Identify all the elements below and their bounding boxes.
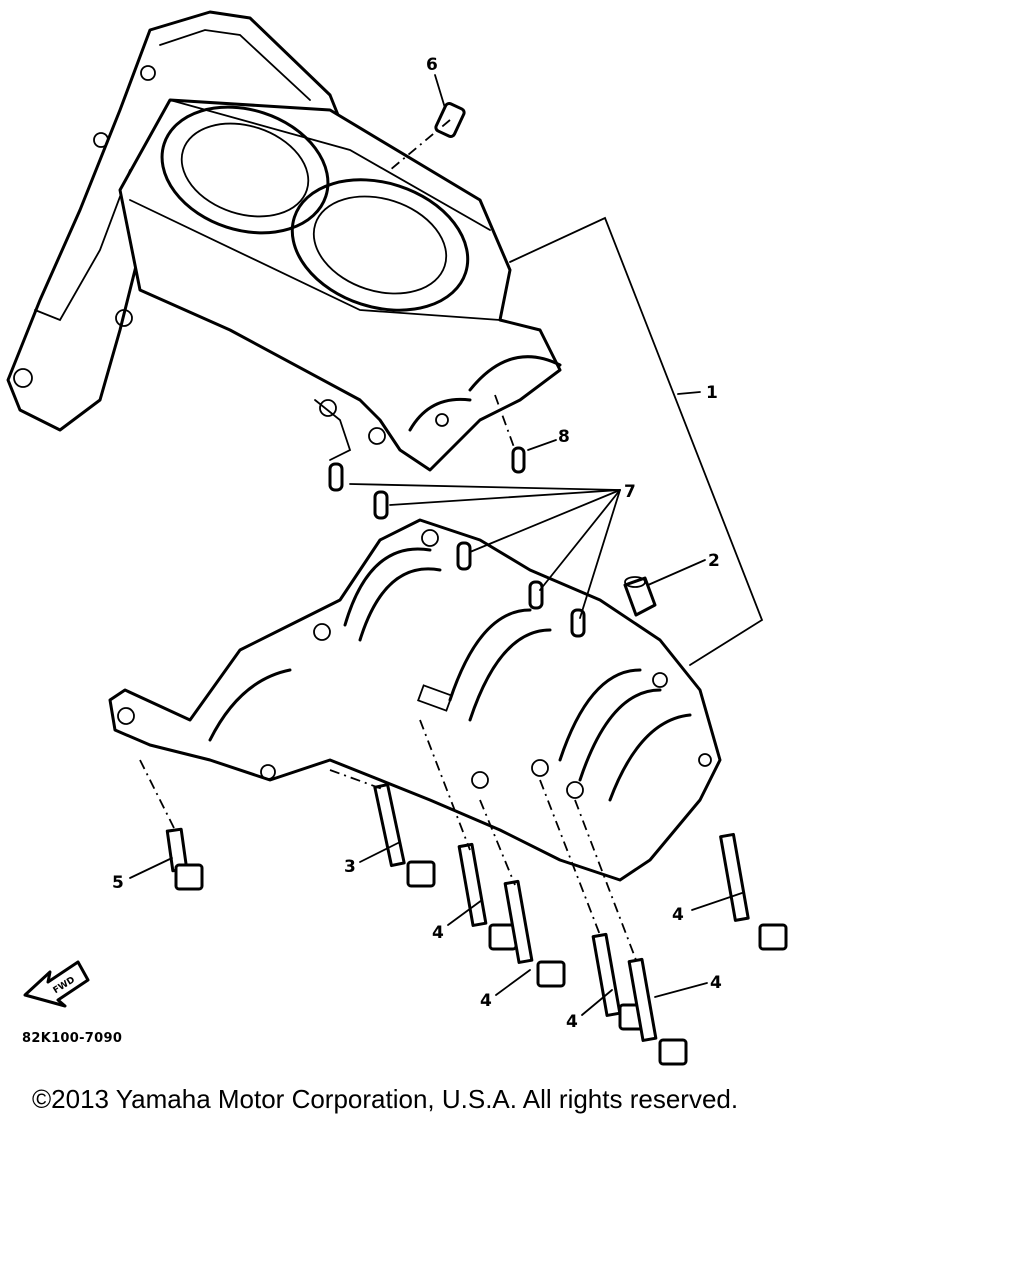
leader-lines (129, 74, 764, 1016)
callout-6: 6 (426, 55, 438, 75)
copyright-notice: ©2013 Yamaha Motor Corporation, U.S.A. A… (32, 1084, 739, 1114)
callout-4d: 4 (710, 973, 722, 993)
callout-7: 7 (624, 482, 636, 502)
pin-8 (511, 446, 526, 474)
callout-1: 1 (706, 383, 718, 403)
assembly-lines (139, 119, 637, 961)
dowel-pins (328, 462, 586, 638)
callout-8: 8 (558, 427, 570, 447)
callout-5: 5 (112, 873, 124, 893)
callout-4e: 4 (672, 905, 684, 925)
bolts (165, 783, 788, 1066)
upper-crankcase (6, 10, 562, 472)
callout-4b: 4 (480, 991, 492, 1011)
drawing-code: 82K100-7090 (22, 1031, 122, 1046)
plug-2 (623, 576, 657, 617)
lower-crankcase (108, 518, 722, 882)
callout-4a: 4 (432, 923, 444, 943)
callout-4c: 4 (566, 1012, 578, 1032)
callout-2: 2 (708, 551, 720, 571)
fwd-arrow-icon: FWD (23, 960, 90, 1008)
crankcase-exploded-diagram: 1 2 3 4 4 4 4 4 5 6 7 8 FWD 82K100-7090 (6, 10, 788, 1066)
callout-3: 3 (344, 857, 356, 877)
callout-labels: 1 2 3 4 4 4 4 4 5 6 7 8 (112, 55, 722, 1032)
